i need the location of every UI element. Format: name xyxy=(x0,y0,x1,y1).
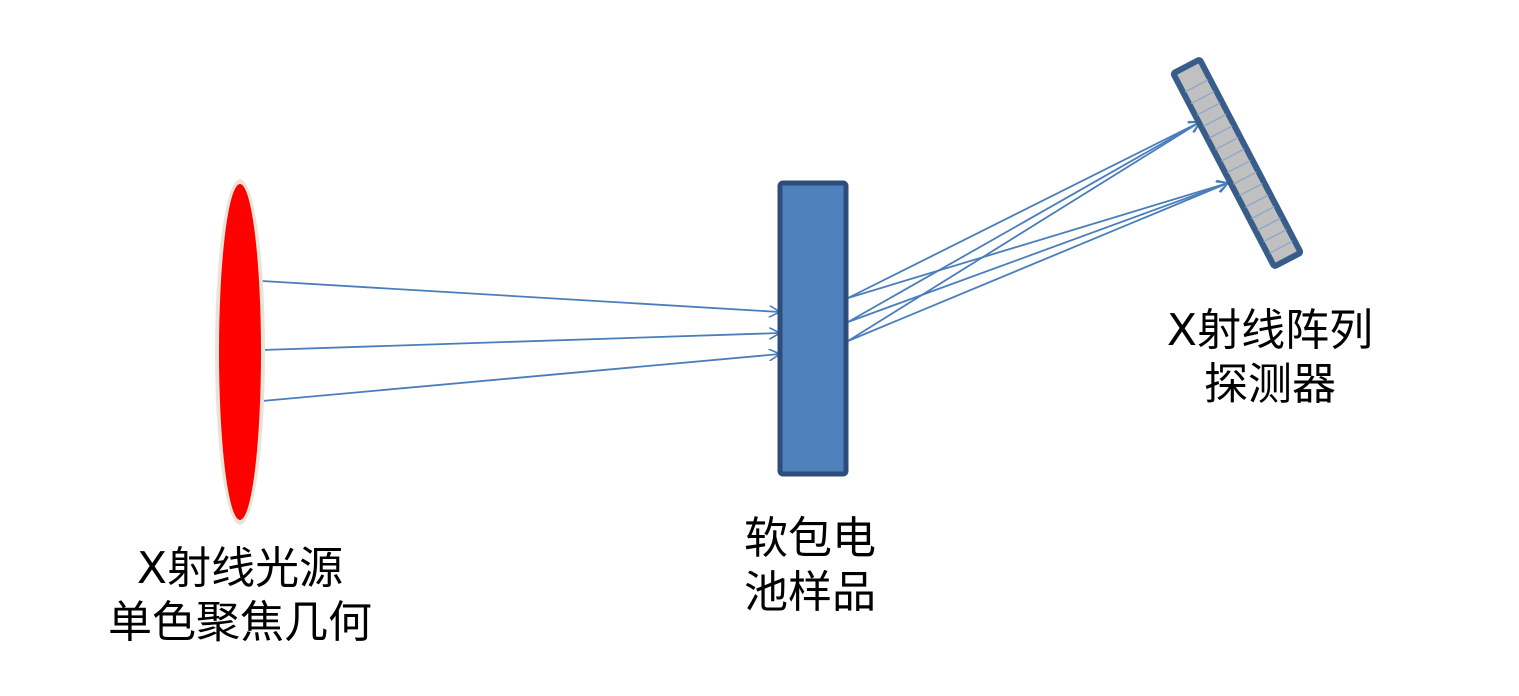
pouch-cell-sample-label: 软包电 池样品 xyxy=(700,512,920,620)
array-detector-label-line1: X射线阵列 xyxy=(1166,305,1374,356)
diffracted-beam xyxy=(847,183,1228,299)
detector-body xyxy=(1170,57,1304,269)
xray-source-label: X射线光源 单色聚焦几何 xyxy=(60,542,420,650)
array-detector-label: X射线阵列 探测器 xyxy=(1120,304,1420,412)
diffracted-beam xyxy=(847,122,1200,299)
xray-source-label-line1: X射线光源 xyxy=(136,543,344,594)
incident-beam xyxy=(261,354,780,402)
diffracted-beam xyxy=(847,183,1228,323)
ellipse-lens-icon xyxy=(215,179,265,525)
xray-source-label-line2: 单色聚焦几何 xyxy=(108,597,372,648)
rectangle-sample-icon xyxy=(777,180,849,477)
array-detector-icon xyxy=(1170,57,1304,269)
diffracted-beam xyxy=(847,183,1228,342)
diffracted-beams xyxy=(847,122,1228,342)
detector-pixels xyxy=(1184,79,1293,254)
incident-beams xyxy=(261,280,780,402)
array-detector-label-line2: 探测器 xyxy=(1204,359,1336,410)
diffracted-beam xyxy=(847,122,1200,342)
diffracted-beam xyxy=(847,122,1200,323)
pouch-cell-sample-label-line1: 软包电 xyxy=(744,513,876,564)
incident-beam xyxy=(261,333,780,351)
incident-beam xyxy=(261,280,780,312)
xray-source xyxy=(219,184,261,520)
pouch-cell-sample-label-line2: 池样品 xyxy=(744,567,876,618)
